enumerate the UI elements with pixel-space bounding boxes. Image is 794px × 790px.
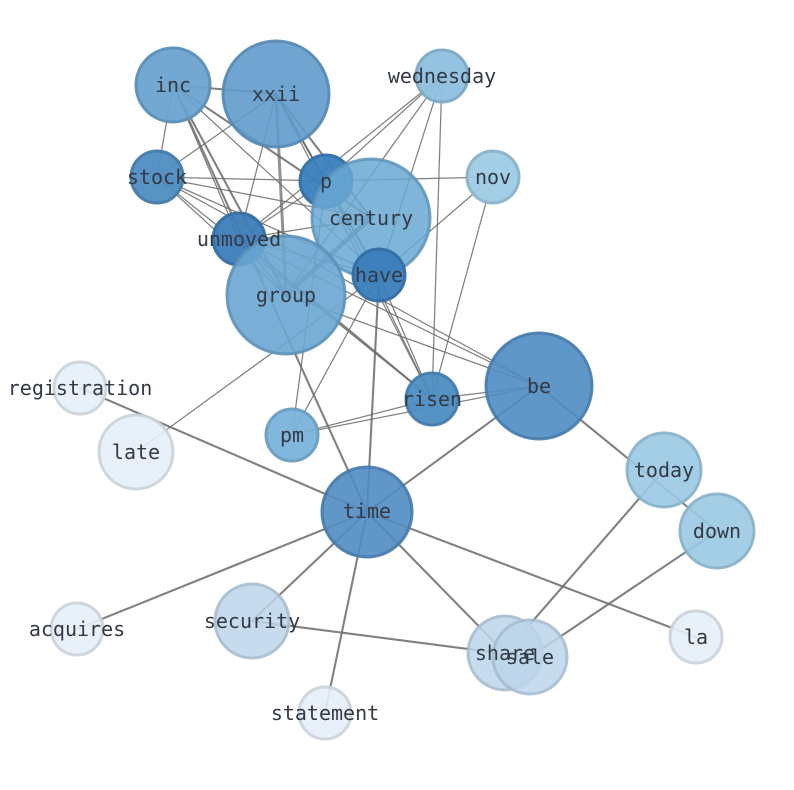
node-today <box>625 431 703 509</box>
node-label-stock: stock <box>127 165 187 189</box>
node-label-pm: pm <box>280 423 304 447</box>
node-label-p: p <box>320 169 332 193</box>
node-label-be: be <box>527 374 551 398</box>
node-statement <box>297 685 353 741</box>
node-late <box>97 413 175 491</box>
edge-nov-risen <box>431 176 494 400</box>
node-label-registration: registration <box>8 376 153 400</box>
node-label-unmoved: unmoved <box>197 227 281 251</box>
node-time <box>320 465 414 559</box>
node-down <box>678 492 756 570</box>
node-risen <box>404 371 460 427</box>
node-label-century: century <box>329 206 413 230</box>
node-label-xxii: xxii <box>252 82 300 106</box>
node-sale <box>491 618 569 696</box>
node-security <box>213 582 291 660</box>
node-group <box>225 234 347 356</box>
node-registration <box>52 360 108 416</box>
node-xxii <box>221 39 331 149</box>
node-layer <box>49 39 756 741</box>
node-acquires <box>49 601 105 657</box>
edge-registration-time <box>78 386 369 514</box>
node-nov <box>465 149 521 205</box>
node-label-wednesday: wednesday <box>388 64 496 88</box>
node-label-acquires: acquires <box>29 617 125 641</box>
node-label-have: have <box>355 263 403 287</box>
node-label-statement: statement <box>271 701 379 725</box>
node-wednesday <box>414 48 470 104</box>
edge-stock-p <box>156 176 327 182</box>
node-label-inc: inc <box>155 73 191 97</box>
node-label-risen: risen <box>402 387 462 411</box>
node-label-share: share <box>475 641 535 665</box>
edge-wednesday-unmoved <box>238 75 443 240</box>
node-label-late: late <box>112 440 160 464</box>
node-label-time: time <box>343 499 391 523</box>
node-inc <box>134 46 212 124</box>
node-label-nov: nov <box>475 165 511 189</box>
label-layer: inc xxii wednesday stock p nov century unmoved h… <box>8 64 741 725</box>
node-label-down: down <box>693 519 741 543</box>
edge-time-acquires <box>75 510 369 631</box>
node-be <box>484 331 594 441</box>
node-label-sale: sale <box>506 645 554 669</box>
node-have <box>351 247 407 303</box>
edge-stock-be <box>156 176 540 387</box>
node-label-la: la <box>684 625 708 649</box>
edge-wednesday-risen <box>431 75 443 400</box>
node-label-security: security <box>204 609 300 633</box>
node-label-group: group <box>256 283 316 307</box>
edge-have-pm <box>291 274 380 436</box>
edge-time-la <box>365 510 698 639</box>
node-la <box>668 609 724 665</box>
node-stock <box>129 149 185 205</box>
node-label-today: today <box>634 458 694 482</box>
node-pm <box>264 407 320 463</box>
